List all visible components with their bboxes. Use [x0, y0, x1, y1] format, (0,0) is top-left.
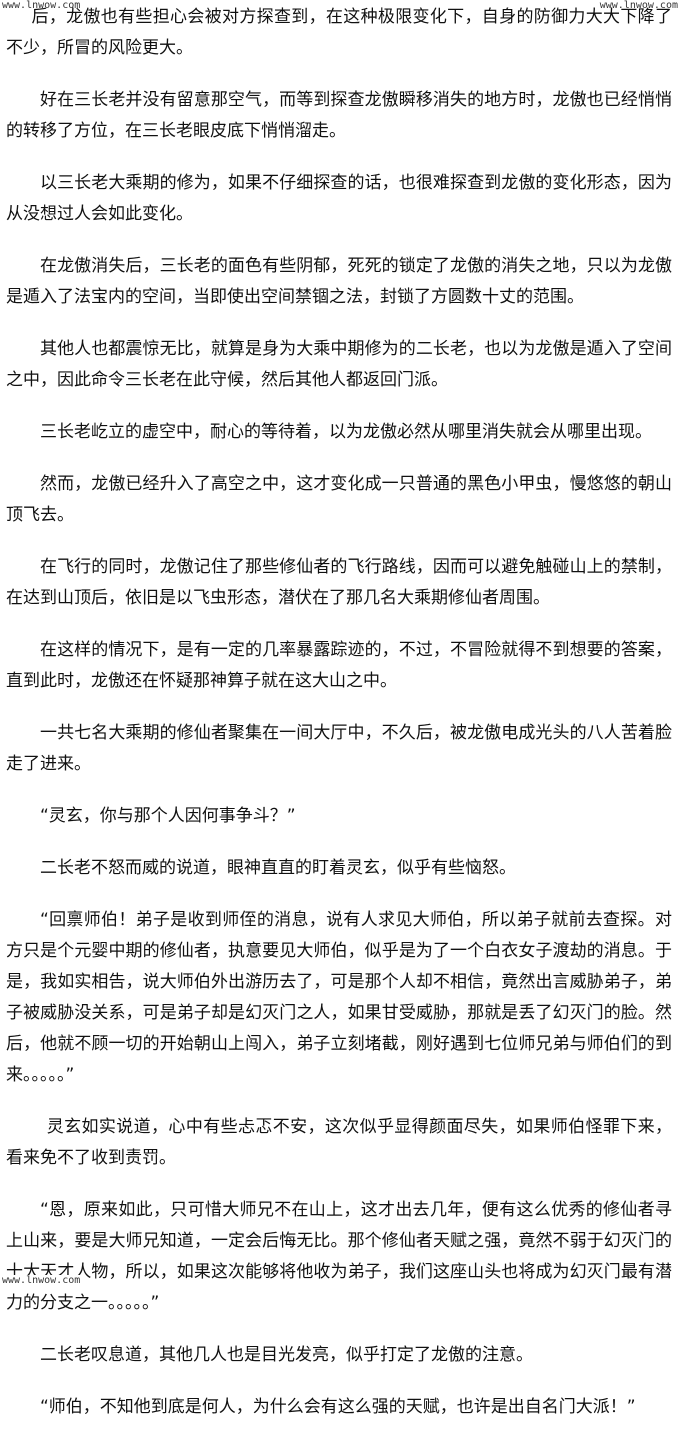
dialogue-paragraph-15: “恩，原来如此，只可惜大师兄不在山上，这才出去几年，便有这么优秀的修仙者寻上山来… — [6, 1200, 672, 1313]
paragraph-4: 在龙傲消失后，三长老的面色有些阴郁，死死的锁定了龙傲的消失之地，只以为龙傲是遁入… — [6, 256, 672, 307]
paragraph-5: 其他人也都震惊无比，就算是身为大乘中期修为的二长老，也以为龙傲是遁入了空间之中，… — [6, 339, 672, 390]
paragraph-3: 以三长老大乘期的修为，如果不仔细探查的话，也很难探查到龙傲的变化形态，因为从没想… — [6, 173, 672, 224]
watermark-bottom-left: www.lnwow.com — [0, 1275, 83, 1287]
dialogue-paragraph-11: “灵玄，你与那个人因何事争斗？” — [40, 806, 296, 826]
dialogue-paragraph-13: “回禀师伯！弟子是收到师侄的消息，说有人求见大师伯，所以弟子就前去查探。对方只是… — [6, 910, 672, 1085]
paragraph-6: 三长老屹立的虚空中，耐心的等待着，以为龙傲必然从哪里消失就会从哪里出现。 — [40, 422, 652, 442]
paragraph-8: 在飞行的同时，龙傲记住了那些修仙者的飞行路线，因而可以避免触碰山上的禁制，在达到… — [6, 557, 672, 608]
paragraph-1: 后，龙傲也有些担心会被对方探查到，在这种极限变化下，自身的防御力大大下降了不少，… — [6, 7, 672, 58]
watermark-top-left: www.lnwow.com — [0, 0, 83, 12]
paragraph-16: 二长老叹息道，其他几人也是目光发亮，似乎打定了龙傲的注意。 — [40, 1345, 533, 1365]
paragraph-7: 然而，龙傲已经升入了高空之中，这才变化成一只普通的黑色小甲虫，慢悠悠的朝山顶飞去… — [6, 474, 672, 525]
document-body: 后，龙傲也有些担心会被对方探查到，在这种极限变化下，自身的防御力大大下降了不少，… — [6, 2, 672, 1444]
paragraph-10: 一共七名大乘期的修仙者聚集在一间大厅中，不久后，被龙傲电成光头的八人苦着脸走了进… — [6, 723, 672, 774]
dialogue-paragraph-17: “师伯，不知他到底是何人，为什么会有这么强的天赋，也许是出自名门大派！” — [40, 1397, 636, 1417]
watermark-top-right: www.lnwow.com — [597, 0, 680, 12]
paragraph-14: 灵玄如实说道，心中有些忐忑不安，这次似乎显得颜面尽失，如果师伯怪罪下来，看来免不… — [6, 1117, 672, 1168]
paragraph-2: 好在三长老并没有留意那空气，而等到探查龙傲瞬移消失的地方时，龙傲也已经悄悄的转移… — [6, 90, 672, 141]
paragraph-12: 二长老不怒而威的说道，眼神直直的盯着灵玄，似乎有些恼怒。 — [40, 858, 516, 878]
paragraph-9: 在这样的情况下，是有一定的几率暴露踪迹的，不过，不冒险就得不到想要的答案，直到此… — [6, 640, 672, 691]
